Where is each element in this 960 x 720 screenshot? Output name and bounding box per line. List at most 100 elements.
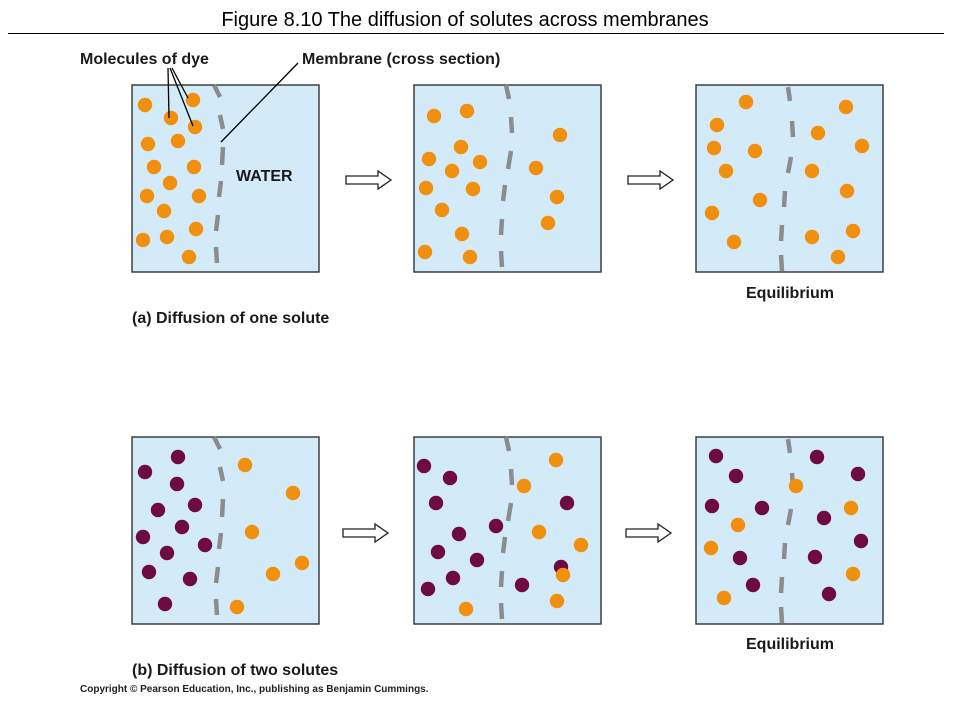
orange-molecule <box>703 540 719 556</box>
process-arrows <box>342 169 675 544</box>
orange-molecule <box>187 119 203 135</box>
dye-callout-line-2 <box>169 67 194 127</box>
orange-molecule <box>244 524 260 540</box>
membranes <box>211 83 796 624</box>
orange-molecule <box>418 180 434 196</box>
purple-molecule <box>157 596 173 612</box>
purple-molecule <box>559 495 575 511</box>
orange-molecule <box>285 485 301 501</box>
orange-molecule <box>139 188 155 204</box>
orange-molecule <box>528 160 544 176</box>
membrane-segment <box>498 218 505 236</box>
process-arrow <box>627 169 675 191</box>
orange-molecule <box>830 249 846 265</box>
purple-molecule <box>150 502 166 518</box>
dye-callout-line-3 <box>171 67 189 99</box>
container-box-b1 <box>131 436 320 625</box>
purple-molecule <box>704 498 720 514</box>
equilibrium-label-b: Equilibrium <box>746 636 834 653</box>
dye-label: Molecules of dye <box>80 51 209 68</box>
membrane-segment <box>785 508 794 526</box>
membrane-segment <box>217 114 226 130</box>
process-arrow <box>342 522 390 544</box>
orange-molecule <box>465 181 481 197</box>
membrane-segment <box>778 254 785 272</box>
purple-molecule <box>469 552 485 568</box>
orange-molecule <box>294 555 310 571</box>
orange-molecule <box>843 500 859 516</box>
orange-molecule <box>188 221 204 237</box>
purple-molecule <box>850 466 866 482</box>
purple-molecule <box>754 500 770 516</box>
orange-molecule <box>156 203 172 219</box>
membrane-segment <box>778 224 785 242</box>
membrane-segment <box>219 498 226 518</box>
orange-molecule <box>531 524 547 540</box>
container-box-a2 <box>413 84 602 273</box>
water-label: WATER <box>236 168 293 185</box>
purple-molecule <box>514 577 530 593</box>
purple-molecule <box>174 519 190 535</box>
membrane-segment <box>505 502 514 522</box>
purple-molecule <box>420 581 436 597</box>
purple-molecule <box>732 550 748 566</box>
orange-molecule <box>265 566 281 582</box>
orange-molecule <box>845 223 861 239</box>
purple-molecule <box>708 448 724 464</box>
orange-molecule <box>459 103 475 119</box>
orange-molecule <box>540 215 556 231</box>
membrane-segment <box>213 566 221 584</box>
membrane-segment <box>211 435 223 451</box>
orange-molecule <box>146 159 162 175</box>
orange-molecule <box>718 163 734 179</box>
callout-lines <box>167 62 299 143</box>
orange-molecule <box>140 136 156 152</box>
purple-molecule <box>137 464 153 480</box>
orange-molecule <box>555 567 571 583</box>
orange-molecule <box>159 229 175 245</box>
membrane-segment <box>789 120 796 138</box>
membrane-segment <box>503 84 512 100</box>
orange-molecule <box>186 159 202 175</box>
membrane-segment <box>213 214 221 232</box>
membrane-segment <box>781 190 788 208</box>
orange-molecule <box>573 537 589 553</box>
orange-molecule <box>181 249 197 265</box>
purple-molecule <box>135 529 151 545</box>
orange-molecule <box>417 244 433 260</box>
membrane-segment <box>219 146 226 166</box>
orange-molecule <box>548 452 564 468</box>
orange-molecule <box>804 163 820 179</box>
orange-molecule <box>747 143 763 159</box>
copyright-notice: Copyright © Pearson Education, Inc., pub… <box>80 684 429 695</box>
orange-molecule <box>738 94 754 110</box>
orange-molecule <box>845 566 861 582</box>
orange-molecule <box>752 192 768 208</box>
purple-molecule <box>141 564 157 580</box>
purple-molecule <box>807 549 823 565</box>
membrane-segment <box>211 83 223 99</box>
dye-callout-line-1 <box>167 67 170 119</box>
caption-a: (a) Diffusion of one solute <box>132 310 329 327</box>
purple-molecule <box>182 571 198 587</box>
process-arrow <box>625 522 673 544</box>
membrane-segment <box>785 438 793 454</box>
membrane-segment <box>217 466 226 482</box>
orange-molecule <box>788 478 804 494</box>
orange-molecule <box>730 517 746 533</box>
membrane-segment <box>781 542 788 560</box>
membrane-segment <box>785 156 794 174</box>
orange-molecule <box>549 189 565 205</box>
membrane-segment <box>498 602 505 620</box>
purple-molecule <box>197 537 213 553</box>
orange-molecule <box>137 97 153 113</box>
orange-molecule <box>704 205 720 221</box>
orange-molecule <box>237 457 253 473</box>
purple-molecule <box>809 449 825 465</box>
equilibrium-label-a: Equilibrium <box>746 285 834 302</box>
orange-molecule <box>549 593 565 609</box>
container-box-a1 <box>131 84 320 273</box>
membrane-segment <box>216 532 224 550</box>
membrane-label: Membrane (cross section) <box>302 51 500 68</box>
